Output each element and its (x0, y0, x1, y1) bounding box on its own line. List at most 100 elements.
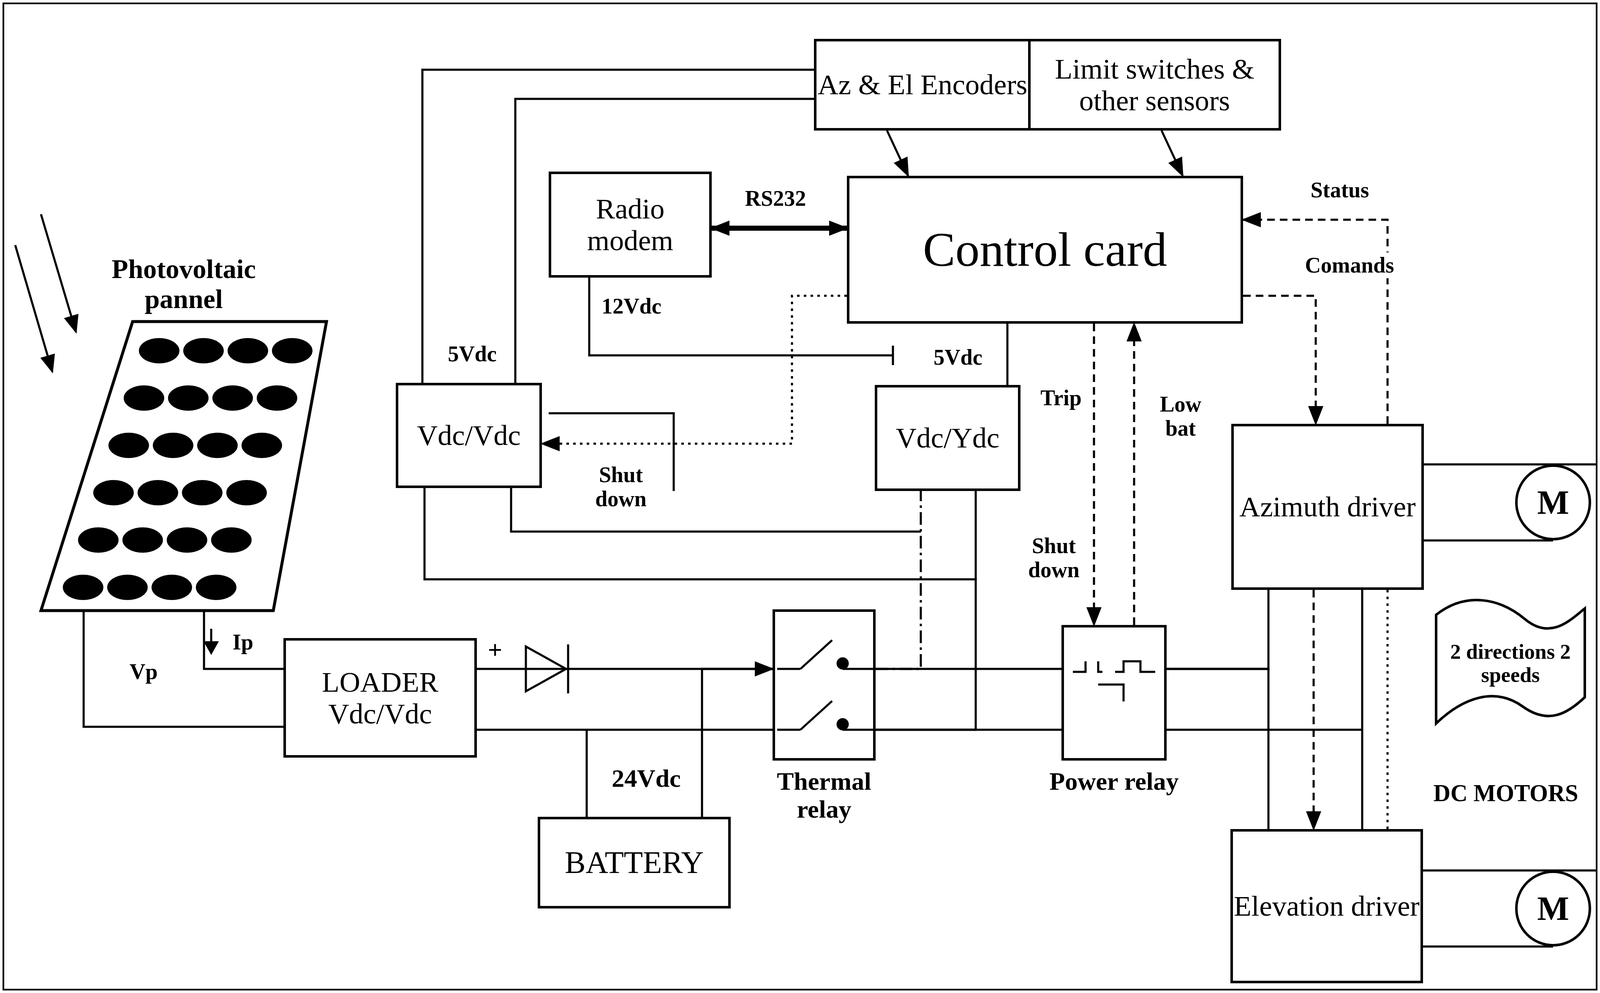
annotation: Shut down (1019, 532, 1089, 583)
motor-driver: Azimuth driver (1231, 423, 1424, 590)
diagram-stroke (1386, 589, 1389, 829)
diagram-stroke (1415, 945, 1554, 948)
sensor-box: Limit switches & other sensors (1028, 38, 1282, 131)
diagram-stroke (842, 728, 876, 731)
connector (887, 130, 909, 176)
connector (541, 295, 847, 444)
motor-symbol: M (1515, 464, 1592, 541)
diagram-stroke (107, 574, 148, 600)
diagram-stroke (3, 3, 1597, 990)
diagram-stroke (62, 574, 104, 600)
node-label: Elevation driver (1233, 889, 1420, 922)
diagram-stroke (137, 479, 179, 506)
connector (1312, 589, 1315, 829)
connector (1166, 589, 1269, 669)
diagram-stroke (1361, 589, 1364, 829)
control-card: Control card (846, 175, 1244, 324)
diagram-stroke (511, 487, 921, 532)
node-label: Az & El Encoders (817, 68, 1028, 101)
diagram-stroke (168, 385, 209, 411)
diagram-stroke (241, 432, 283, 458)
battery-box: BATTERY (537, 816, 731, 909)
diagram-stroke (78, 527, 119, 553)
node-label: Limit switches & other sensors (1030, 53, 1279, 117)
diagram-stroke (837, 658, 848, 669)
loader-box: LOADER Vdc/Vdc (283, 637, 477, 758)
diagram-stroke (256, 385, 298, 411)
motor-driver: Elevation driver (1230, 828, 1424, 983)
diagram-stroke (777, 728, 801, 731)
diagram-stroke (123, 385, 165, 411)
diagram-stroke (197, 432, 238, 458)
connector (1006, 323, 1009, 385)
signal-label: RS232 (742, 185, 809, 212)
connector (1093, 323, 1096, 625)
diagram-stroke (93, 479, 134, 506)
diagram-stroke (182, 479, 223, 506)
diagram-stroke (226, 479, 267, 506)
diagram-stroke (205, 642, 218, 653)
signal-label: Vp (127, 658, 161, 685)
note-banner: 2 directions 2 speeds (1425, 608, 1595, 719)
node-label: 2 directions 2 speeds (1425, 639, 1595, 687)
diagram-stroke (151, 574, 193, 600)
connector (1423, 463, 1554, 466)
connector (424, 487, 976, 730)
signal-label: 5Vdc (445, 340, 500, 367)
diagram-stroke (585, 729, 588, 817)
diagram-stroke (108, 432, 150, 458)
node-label: M (1537, 483, 1570, 521)
connector (83, 610, 284, 727)
photovoltaic-panel: Photovoltaic pannel (40, 321, 327, 611)
diagram-stroke (800, 639, 833, 669)
connector (1133, 323, 1136, 625)
diagram-stroke (122, 527, 164, 553)
connector (1243, 295, 1316, 424)
diagram-stroke (211, 527, 252, 553)
diagram-stroke (800, 700, 833, 730)
sensor-box: Az & El Encoders (813, 38, 1032, 131)
diagram-stroke (212, 385, 254, 411)
annotation: DC MOTORS (1431, 779, 1581, 808)
node-label: Radio modem (551, 193, 710, 257)
connector (1161, 130, 1183, 176)
signal-label: Comands (1302, 252, 1397, 278)
node-label: LOADER Vdc/Vdc (285, 666, 475, 730)
power-relay: Power relay (1061, 624, 1167, 761)
diagram-stroke (166, 527, 208, 553)
diagram-stroke (842, 667, 876, 670)
motor-symbol: M (1515, 870, 1592, 947)
node-label: M (1537, 889, 1570, 927)
node-label: Power relay (1008, 767, 1220, 795)
signal-label: Ip (229, 628, 256, 655)
solar-cells (62, 337, 313, 600)
diagram-stroke (40, 321, 327, 611)
diagram-stroke (183, 337, 224, 364)
signal-label: 5Vdc (930, 344, 986, 371)
node-label: Thermal relay (760, 767, 888, 823)
connector (702, 668, 773, 817)
connector (711, 225, 847, 231)
diagram-stroke (1072, 661, 1156, 702)
signal-label: Status (1308, 176, 1372, 203)
thermal-relay: Thermal relay (772, 609, 876, 761)
converter-box: Vdc/Ydc (874, 384, 1021, 491)
diagram-stroke (138, 337, 180, 364)
node-label: Photovoltaic pannel (92, 254, 275, 314)
signal-label: Shut down (586, 461, 656, 512)
diagram-stroke (469, 728, 773, 731)
signal-label: Low bat (1154, 391, 1207, 441)
connector (422, 69, 814, 383)
connector (1423, 869, 1554, 872)
connector (1243, 219, 1388, 424)
node-label: Vdc/Ydc (895, 421, 1000, 454)
diagram-stroke (227, 337, 269, 364)
diagram-stroke (1166, 728, 1363, 731)
diagram-stroke (1416, 539, 1554, 542)
radio-modem: Radio modem (548, 171, 712, 278)
annotation: + (485, 634, 505, 665)
node-label: Control card (922, 223, 1168, 277)
diagram-stroke (152, 432, 194, 458)
node-label: Azimuth driver (1239, 490, 1416, 523)
diagram-stroke (974, 490, 977, 580)
